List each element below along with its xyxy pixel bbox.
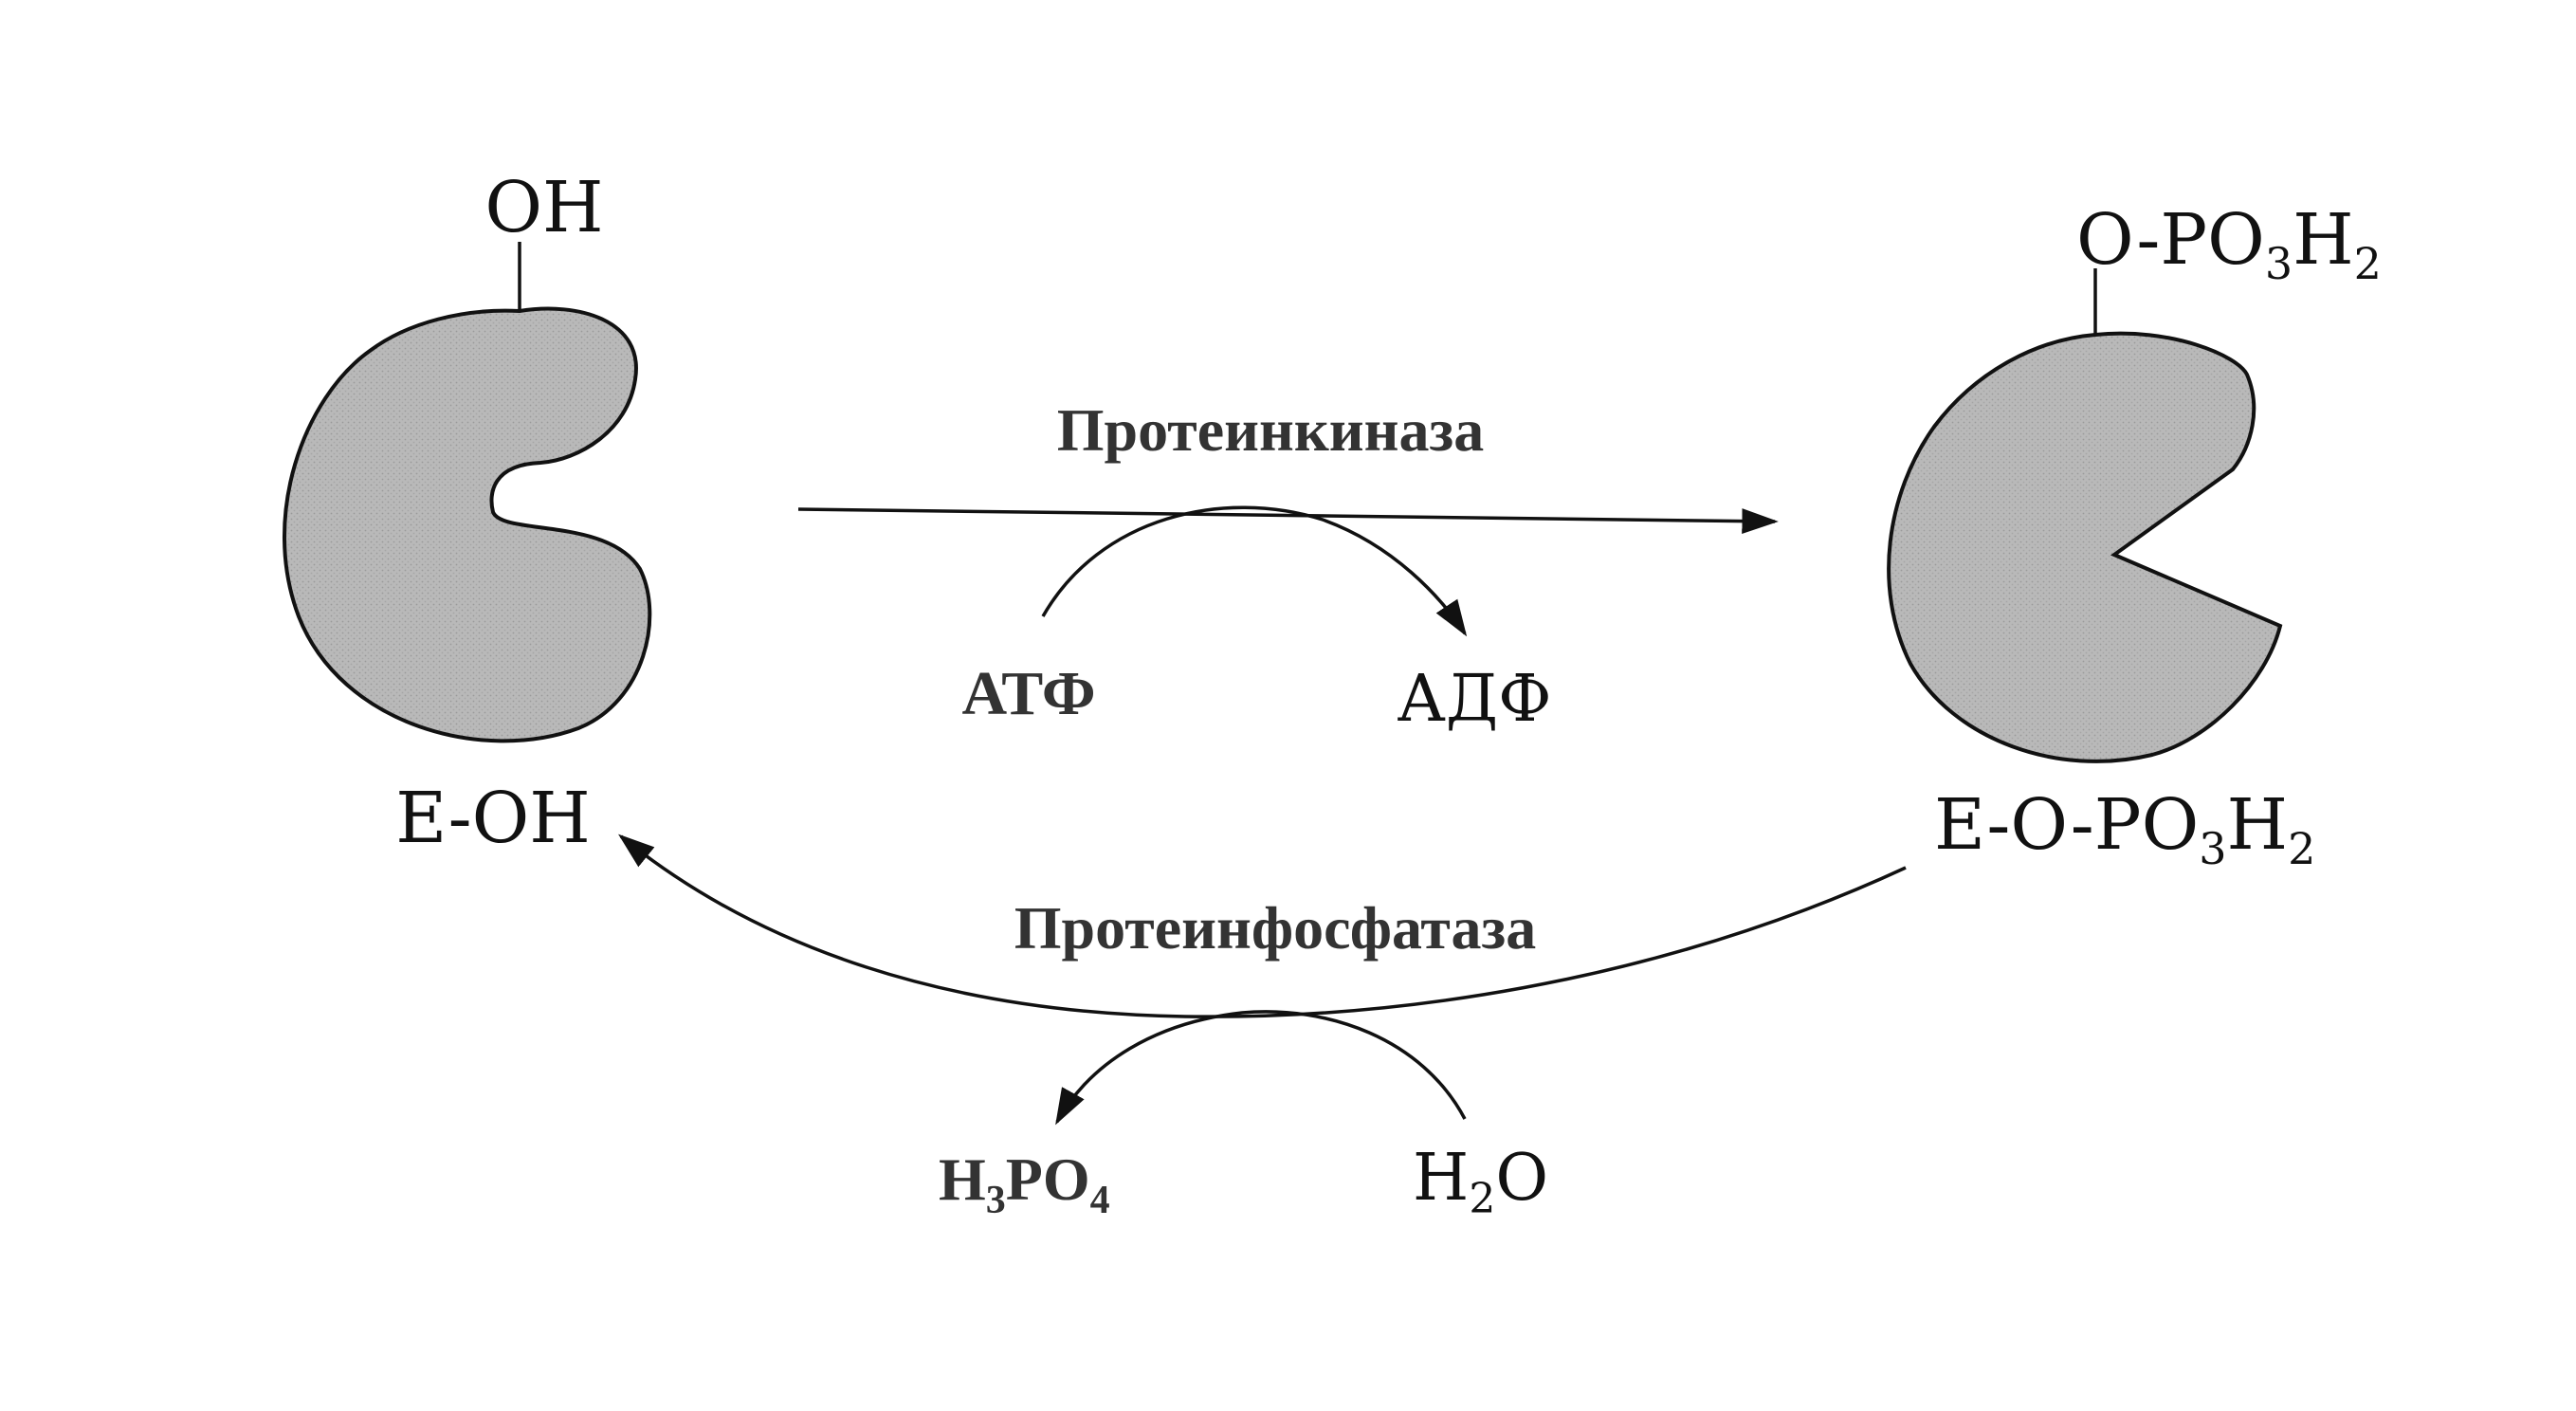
reverse-arrow — [618, 834, 1907, 1018]
right-group-sub2: 2 — [2354, 238, 2382, 289]
left-enzyme-group-label: OH — [484, 167, 603, 248]
right-enzyme-group-label: O-PO3H2 — [2076, 199, 2382, 289]
h3po4-mid: PO — [1006, 1145, 1090, 1213]
water-label: H2O — [1413, 1141, 1548, 1223]
h3po4-sub2: 4 — [1090, 1179, 1110, 1222]
forward-arrow — [797, 507, 1779, 535]
left-enzyme-shape — [282, 306, 652, 743]
right-group-mid: H — [2293, 199, 2354, 281]
kinase-label: Протеинкиназа — [1057, 396, 1484, 464]
right-group-sub1: 3 — [2265, 238, 2293, 289]
left-enzyme: OH E-OH — [282, 167, 652, 859]
right-caption-mid: H — [2227, 784, 2289, 866]
left-enzyme-caption: E-OH — [395, 778, 591, 859]
phosphatase-label: Протеинфосфатаза — [1014, 894, 1537, 962]
atp-label: АТФ — [961, 659, 1095, 728]
right-caption-base: E-O-PO — [1934, 784, 2199, 866]
h3po4-sub1: 3 — [986, 1179, 1006, 1222]
h2o-pre: H — [1413, 1141, 1469, 1216]
reverse-reaction: Протеинфосфатаза H3PO4 H2O — [618, 834, 1907, 1223]
right-group-base: O-PO — [2076, 199, 2265, 281]
phosphoric-acid-label: H3PO4 — [939, 1145, 1110, 1222]
water-phosphate-curve — [1055, 1010, 1467, 1126]
right-caption-sub1: 3 — [2199, 823, 2226, 874]
h2o-sub1: 2 — [1469, 1175, 1495, 1223]
h3po4-pre: H — [939, 1145, 986, 1213]
h2o-post: O — [1495, 1141, 1548, 1216]
forward-reaction: Протеинкиназа АТФ АДФ — [797, 396, 1779, 737]
right-caption-sub2: 2 — [2288, 823, 2315, 874]
atp-adp-curve — [1041, 505, 1468, 637]
right-enzyme-caption: E-O-PO3H2 — [1934, 784, 2315, 874]
right-enzyme: O-PO3H2 E-O-PO3H2 — [1887, 199, 2382, 874]
right-enzyme-shape — [1887, 331, 2283, 763]
adp-label: АДФ — [1397, 662, 1551, 737]
